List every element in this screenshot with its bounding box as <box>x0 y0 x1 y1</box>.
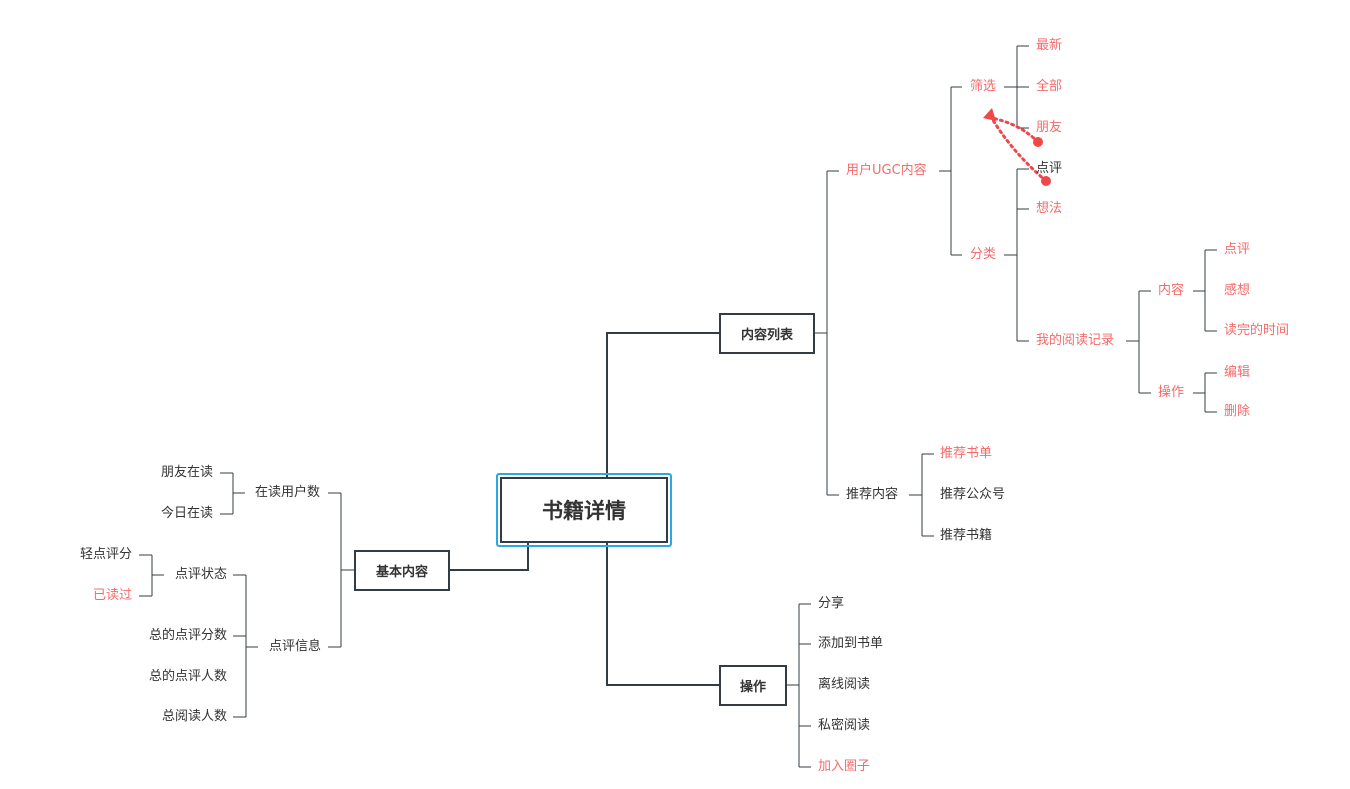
branch-content-list[interactable]: 内容列表 <box>719 313 815 354</box>
topic-review-status[interactable]: 点评状态 <box>174 567 227 582</box>
topic-recommend-booklist[interactable]: 推荐书单 <box>940 446 993 461</box>
branch-connectors <box>139 45 1217 768</box>
topic-record-edit[interactable]: 编辑 <box>1224 365 1251 380</box>
topic-category-thought[interactable]: 想法 <box>1036 201 1063 216</box>
topic-private-reading[interactable]: 私密阅读 <box>818 718 871 733</box>
topic-share[interactable]: 分享 <box>818 596 845 611</box>
topic-have-read[interactable]: 已读过 <box>92 588 132 603</box>
root-topic-frame[interactable] <box>496 473 672 547</box>
branch-operations[interactable]: 操作 <box>719 665 787 706</box>
topic-total-review-score[interactable]: 总的点评分数 <box>148 628 227 643</box>
main-connectors <box>449 332 719 686</box>
topic-reading-record[interactable]: 我的阅读记录 <box>1036 333 1115 348</box>
topic-record-delete[interactable]: 删除 <box>1224 404 1251 419</box>
relation-arrow-friends <box>990 116 1040 144</box>
topic-offline-reading[interactable]: 离线阅读 <box>818 677 871 692</box>
topic-filter-friends[interactable]: 朋友 <box>1036 120 1063 135</box>
topic-category[interactable]: 分类 <box>970 247 997 262</box>
topic-ugc[interactable]: 用户UGC内容 <box>846 163 927 178</box>
root-topic[interactable]: 书籍详情 <box>500 477 668 543</box>
relation-anchor-review <box>1041 176 1051 186</box>
topic-record-finish-time[interactable]: 读完的时间 <box>1224 323 1290 338</box>
topic-friends-reading[interactable]: 朋友在读 <box>160 465 213 480</box>
topic-category-review[interactable]: 点评 <box>1036 161 1063 176</box>
branch-basic-content[interactable]: 基本内容 <box>354 550 450 591</box>
topic-filter-all[interactable]: 全部 <box>1036 79 1063 94</box>
topic-recommend[interactable]: 推荐内容 <box>846 487 899 502</box>
topic-recommend-books[interactable]: 推荐书籍 <box>940 528 993 543</box>
topic-record-content[interactable]: 内容 <box>1158 283 1185 298</box>
topic-filter[interactable]: 筛选 <box>970 79 997 94</box>
topic-filter-latest[interactable]: 最新 <box>1036 38 1063 53</box>
topic-record-feeling[interactable]: 感想 <box>1224 283 1251 298</box>
topic-add-to-booklist[interactable]: 添加到书单 <box>818 636 884 651</box>
topic-record-review[interactable]: 点评 <box>1224 242 1251 257</box>
topic-total-readers[interactable]: 总阅读人数 <box>161 709 227 724</box>
relation-anchor-friends <box>1033 137 1043 147</box>
topic-total-reviewers[interactable]: 总的点评人数 <box>148 669 227 684</box>
arrowhead-icon <box>983 108 996 121</box>
topic-tap-rating[interactable]: 轻点评分 <box>79 547 132 562</box>
topic-recommend-account[interactable]: 推荐公众号 <box>940 487 1006 502</box>
topic-readers[interactable]: 在读用户数 <box>254 485 320 500</box>
relation-arrows <box>983 108 1051 186</box>
topic-record-ops[interactable]: 操作 <box>1158 385 1185 400</box>
relation-arrow-review <box>988 113 1048 183</box>
topic-today-reading[interactable]: 今日在读 <box>160 506 213 521</box>
topic-join-circle[interactable]: 加入圈子 <box>818 759 871 774</box>
topic-review-info[interactable]: 点评信息 <box>268 639 321 654</box>
